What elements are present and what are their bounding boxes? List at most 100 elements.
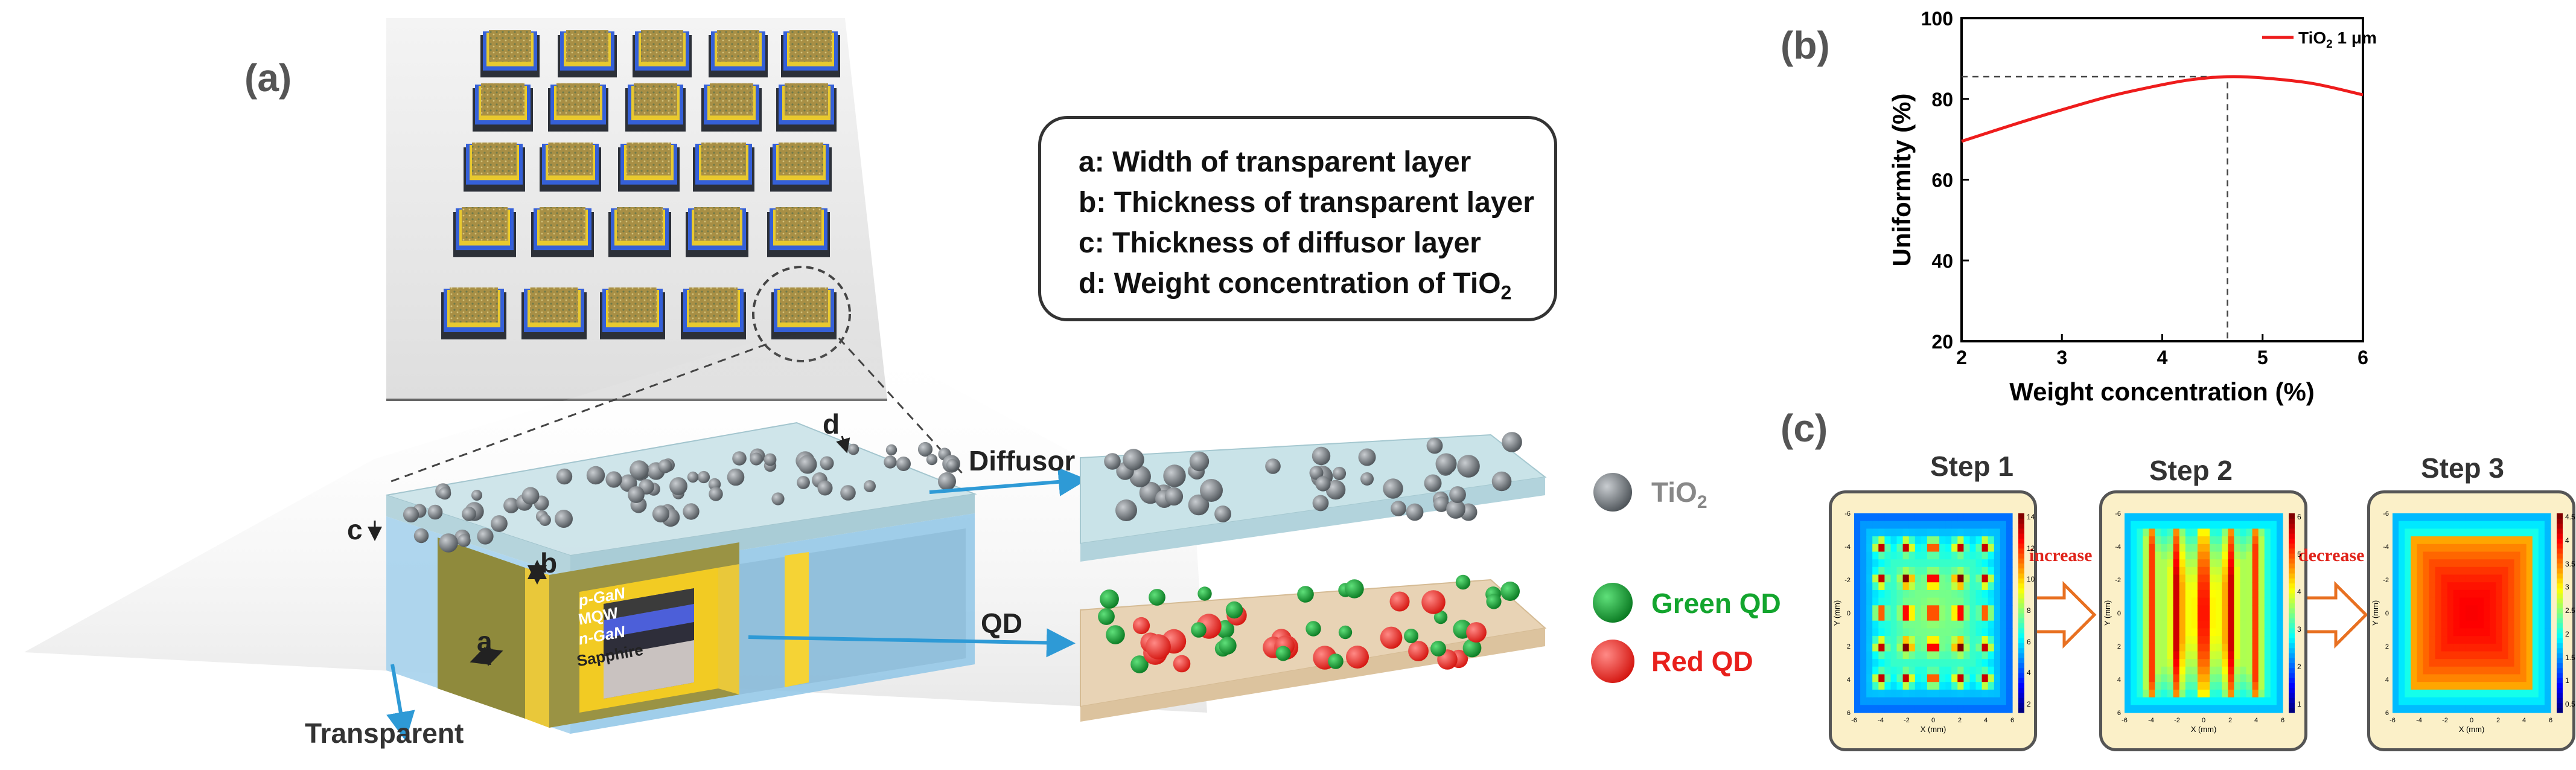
- heatmap-3: 4.543.532.521.510.5-6-6-4-4-2-200224466X…: [2371, 510, 2575, 734]
- qd-arrow: [748, 628, 1076, 658]
- red-qd-particle: [1146, 634, 1171, 659]
- y-tick-label: 2: [1847, 643, 1851, 650]
- led-chip-13: [618, 143, 680, 192]
- red-qd-particle: [1380, 626, 1403, 649]
- y-axis-label: Y (mm): [2371, 600, 2380, 626]
- dim-label-a: a: [477, 626, 493, 657]
- y-axis-label: Uniformity (%): [1887, 94, 1916, 267]
- y-tick-label: -6: [2383, 510, 2389, 518]
- panel-c-label: (c): [1781, 406, 1828, 450]
- legend-red-qd: Red QD: [1651, 646, 1753, 677]
- tio2-particle: [798, 455, 817, 474]
- y-tick-label: 100: [1921, 8, 1953, 30]
- tio2-particle: [771, 492, 785, 505]
- tio2-particle: [1115, 499, 1137, 521]
- tio2-particle: [1426, 437, 1443, 454]
- y-tick-label: -4: [2115, 544, 2121, 551]
- tio2-particle: [1446, 499, 1465, 519]
- tio2-particle: [727, 468, 745, 486]
- tio2-particles-diffusor: [1104, 432, 1522, 522]
- pgan-layer: [604, 588, 694, 620]
- x-axis-label: X (mm): [1921, 725, 1946, 734]
- tio2-particle: [820, 456, 834, 470]
- tio2-particle: [1491, 471, 1512, 492]
- led-chip-10: [776, 83, 837, 132]
- x-tick-label: 6: [2549, 717, 2552, 724]
- green-qd-particle: [1219, 637, 1237, 655]
- tio2-particle: [630, 460, 649, 480]
- tio2-particle: [521, 487, 540, 505]
- tio2-particle: [628, 486, 645, 503]
- x-tick-label: 2: [2496, 717, 2500, 724]
- x-tick-label: 6: [2358, 347, 2368, 368]
- green-qd-particle: [1275, 646, 1291, 661]
- x-axis-label: X (mm): [2459, 725, 2485, 734]
- led-chip-24: [681, 287, 746, 339]
- tio2-particle: [1360, 472, 1374, 486]
- colorbar-tick: 0.5: [2565, 700, 2575, 708]
- tio2-particle: [658, 459, 672, 473]
- transparent-arrow: [386, 664, 415, 741]
- colorbar-tick: 4: [2027, 669, 2031, 677]
- x-tick-label: 2: [2228, 717, 2232, 724]
- red-qd-particle: [1408, 641, 1429, 661]
- green-qd-particle: [1191, 622, 1207, 638]
- series-line-tio2: [1961, 75, 2364, 143]
- tio2-particle: [896, 457, 911, 471]
- tio2-particle: [817, 480, 833, 496]
- tio2-particle: [864, 480, 876, 492]
- tio2-particle: [709, 487, 723, 501]
- green-qd-particle: [1106, 625, 1125, 644]
- x-tick-label: 0: [1931, 717, 1935, 724]
- tio2-particle: [1189, 451, 1210, 472]
- y-tick-label: 2: [2117, 643, 2121, 650]
- green-qd-particle: [1225, 601, 1243, 619]
- y-tick-label: -6: [1844, 510, 1851, 518]
- parameter-definitions-box: a: Width of transparent layer b: Thickne…: [1038, 116, 1557, 321]
- x-tick-label: 4: [2254, 717, 2258, 724]
- x-tick-label: -2: [1904, 717, 1910, 724]
- tio2-particle: [1406, 503, 1424, 521]
- mqw-layer: [604, 604, 694, 638]
- colorbar-tick: 3: [2565, 583, 2569, 591]
- green-qd-particle: [1098, 608, 1115, 625]
- led-chip-4: [709, 30, 768, 78]
- tio2-particle: [750, 452, 763, 466]
- x-tick-label: 4: [1984, 717, 1988, 724]
- tio2-particle: [556, 468, 573, 485]
- tio2-particle: [439, 533, 458, 553]
- colorbar-tick: 4.5: [2565, 513, 2575, 521]
- colorbar-tick: 4: [2297, 588, 2301, 596]
- green-qd-particle: [1100, 589, 1119, 609]
- led-chip-1: [480, 30, 540, 78]
- tio2-particle: [1312, 495, 1329, 512]
- colorbar-tick: 12: [2027, 544, 2035, 553]
- y-tick-label: -6: [2115, 510, 2121, 518]
- led-chip-5: [781, 30, 840, 78]
- tio2-particle: [1332, 466, 1347, 481]
- tio2-particle: [413, 528, 429, 544]
- tio2-particle: [471, 490, 482, 501]
- legend-green-qd: Green QD: [1651, 588, 1781, 619]
- colorbar-tick: 6: [2027, 638, 2031, 646]
- red-qd-particle: [1173, 655, 1191, 673]
- green-qd-particle: [1306, 621, 1321, 637]
- x-tick-label: 6: [2281, 717, 2284, 724]
- dim-label-c: c: [347, 514, 363, 545]
- led-chip-7: [548, 83, 608, 132]
- x-tick-label: -2: [2442, 717, 2448, 724]
- green-qd-particle: [1433, 610, 1448, 624]
- green-qd-particle: [1197, 586, 1212, 601]
- tio2-particle: [1457, 455, 1480, 478]
- colorbar-tick: 2.5: [2565, 606, 2575, 615]
- legend-label: TiO2 1 μm: [2298, 28, 2377, 51]
- led-chip-12: [540, 143, 601, 192]
- tio2-particle: [697, 470, 710, 484]
- led-chip-21: [441, 287, 506, 339]
- tio2-particle: [539, 514, 551, 526]
